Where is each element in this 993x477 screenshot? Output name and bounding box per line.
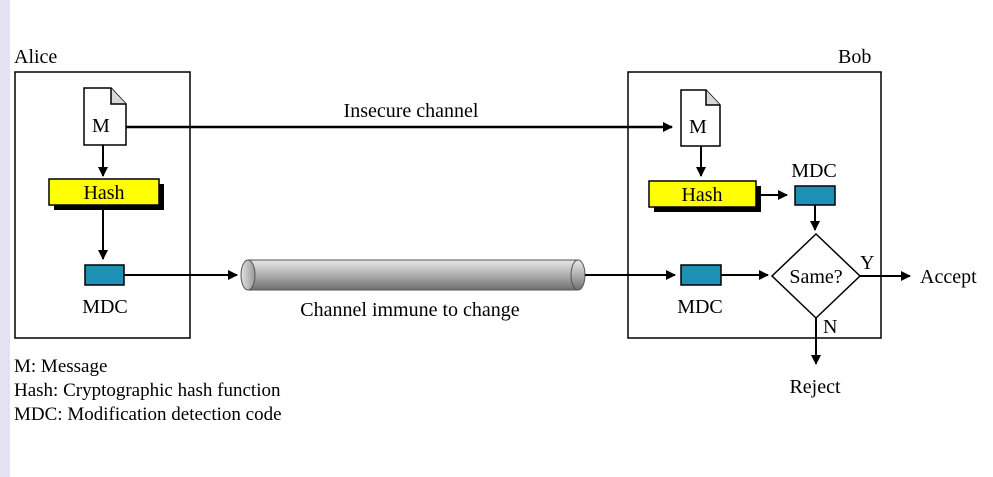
legend-item-message: M: Message	[14, 356, 108, 377]
immune-channel-pipe	[240, 259, 586, 291]
alice-mdc-label: MDC	[82, 296, 128, 318]
bob-received-mdc-label: MDC	[677, 296, 723, 318]
decision-yes-label: Y	[860, 252, 874, 274]
bob-hash-label: Hash	[681, 184, 722, 206]
bob-message-label: M	[689, 116, 707, 138]
alice-mdc-block	[84, 264, 125, 286]
bob-label: Bob	[838, 46, 871, 68]
legend-item-hash: Hash: Cryptographic hash function	[14, 380, 281, 401]
alice-hash-box: Hash	[48, 178, 164, 210]
accept-label: Accept	[920, 266, 977, 288]
alice-box	[14, 71, 191, 339]
decision-question-label: Same?	[789, 266, 842, 288]
bob-box	[627, 71, 882, 339]
immune-channel-label: Channel immune to change	[300, 299, 520, 321]
alice-message-document-icon: M	[83, 87, 127, 146]
alice-message-label: M	[92, 115, 110, 137]
bob-received-mdc-block	[680, 264, 722, 286]
same-decision-diamond: Same?	[770, 232, 862, 320]
bob-computed-mdc-label: MDC	[791, 160, 837, 182]
reject-label: Reject	[789, 376, 841, 398]
bob-computed-mdc-block	[794, 185, 836, 206]
bob-message-document-icon: M	[680, 89, 721, 147]
left-edge-strip	[0, 0, 10, 477]
alice-hash-label: Hash	[83, 182, 124, 204]
bob-hash-box: Hash	[648, 180, 761, 212]
insecure-channel-label: Insecure channel	[344, 100, 479, 122]
legend-item-mdc: MDC: Modification detection code	[14, 404, 282, 425]
legend: M: Message Hash: Cryptographic hash func…	[14, 355, 282, 427]
alice-label: Alice	[14, 46, 57, 68]
decision-no-label: N	[823, 316, 837, 338]
